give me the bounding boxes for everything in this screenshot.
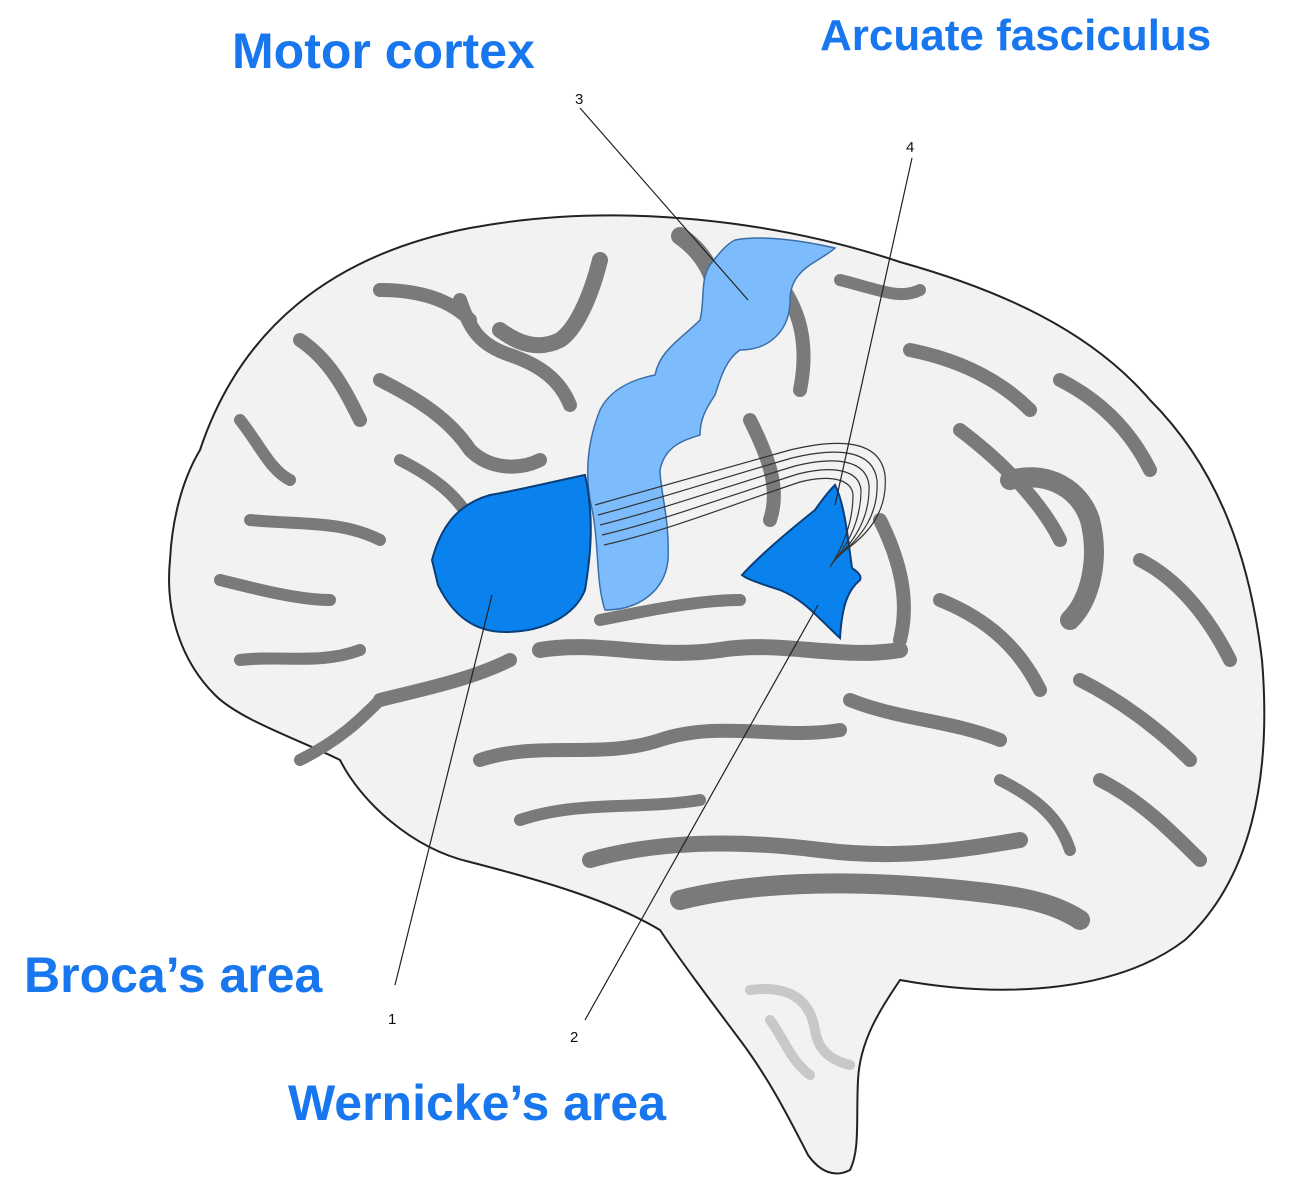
arcuate-fasciculus-label: Arcuate fasciculus [820, 14, 1211, 58]
wernickes-area-label: Wernicke’s area [288, 1078, 666, 1128]
brocas-area-label: Broca’s area [24, 950, 322, 1000]
callout-number-4: 4 [906, 140, 914, 155]
callout-number-1: 1 [388, 1012, 396, 1027]
callout-number-3: 3 [575, 92, 583, 107]
callout-number-2: 2 [570, 1030, 578, 1045]
motor-cortex-label: Motor cortex [232, 26, 535, 76]
